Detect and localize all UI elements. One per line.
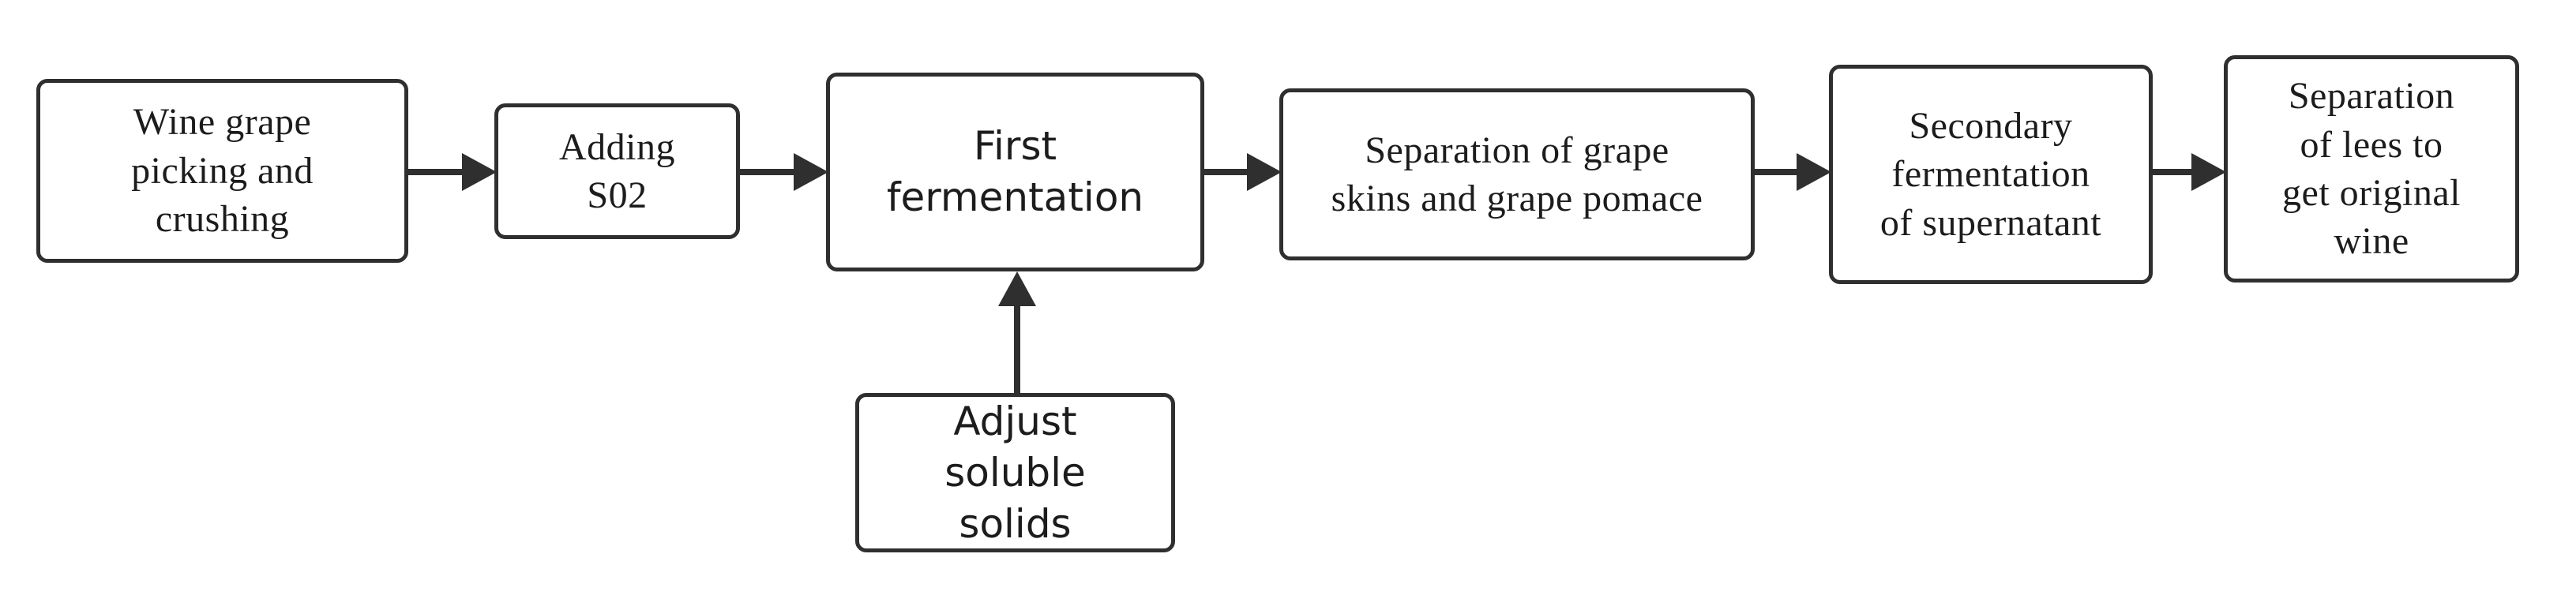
node-label: Adjust soluble solids xyxy=(944,398,1086,547)
node-separation-of-lees-to-get-original-wine[interactable]: Separation of lees to get original wine xyxy=(2224,55,2519,283)
arrow-shaft xyxy=(1204,169,1258,175)
node-separation-of-grape-skins-and-grape-pomace[interactable]: Separation of grape skins and grape poma… xyxy=(1279,88,1755,260)
node-label: First fermentation xyxy=(886,123,1144,220)
edge-first-fermentation-to-separation-skins xyxy=(1204,153,1282,191)
edge-secondary-fermentation-to-separation-lees xyxy=(2153,153,2226,191)
arrow-head-icon xyxy=(1797,153,1831,191)
arrow-head-icon xyxy=(1247,153,1282,191)
node-label: Separation of grape skins and grape poma… xyxy=(1331,129,1703,219)
arrow-shaft xyxy=(1014,295,1020,395)
arrow-head-icon xyxy=(2191,153,2226,191)
arrow-head-icon xyxy=(462,153,497,191)
edge-separation-skins-to-secondary-fermentation xyxy=(1755,153,1831,191)
edge-picking-to-adding-so2 xyxy=(408,153,497,191)
arrow-head-icon xyxy=(998,271,1036,306)
node-secondary-fermentation-of-supernatant[interactable]: Secondary fermentation of supernatant xyxy=(1829,65,2153,284)
node-label: Secondary fermentation of supernatant xyxy=(1879,104,2102,244)
arrow-head-icon xyxy=(794,153,828,191)
node-label: Adding S02 xyxy=(559,125,675,216)
node-wine-grape-picking-and-crushing[interactable]: Wine grape picking and crushing xyxy=(36,79,408,263)
edge-adding-so2-to-first-fermentation xyxy=(740,153,828,191)
arrow-shaft xyxy=(740,169,805,175)
node-first-fermentation[interactable]: First fermentation xyxy=(826,73,1204,271)
node-label: Wine grape picking and crushing xyxy=(131,101,314,241)
node-adding-so2[interactable]: Adding S02 xyxy=(494,103,740,239)
arrow-shaft xyxy=(408,169,473,175)
arrow-shaft xyxy=(1755,169,1808,175)
edge-adjust-soluble-solids-to-first-fermentation xyxy=(998,271,1036,395)
node-adjust-soluble-solids[interactable]: Adjust soluble solids xyxy=(855,393,1175,552)
node-label: Separation of lees to get original wine xyxy=(2282,75,2461,263)
arrow-shaft xyxy=(2153,169,2202,175)
